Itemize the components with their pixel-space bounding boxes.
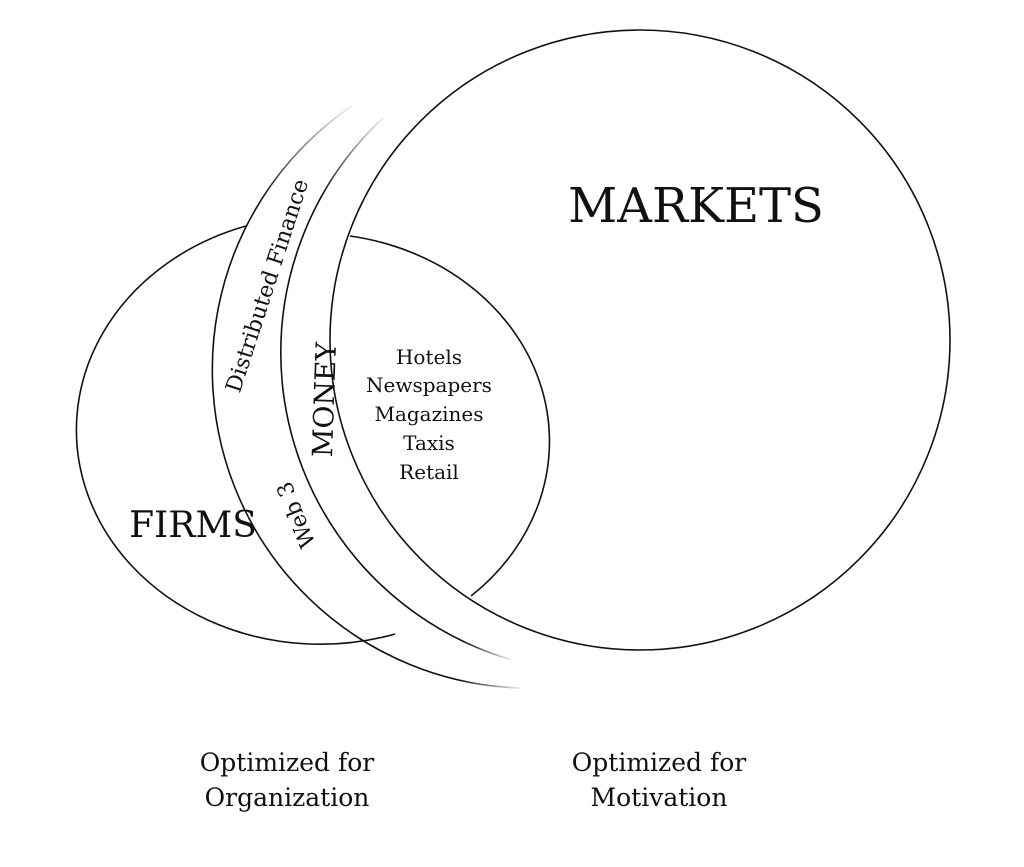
firms-label: FIRMS [129, 505, 257, 546]
caption-right: Optimized for Motivation [572, 748, 746, 812]
caption-left-line1: Optimized for [200, 748, 374, 777]
caption-left: Optimized for Organization [200, 748, 374, 812]
inner-band-arc-bottom [282, 389, 513, 661]
distributed-finance-label: Distributed Finance [222, 176, 315, 395]
overlap-items-list: Hotels Newspapers Magazines Taxis Retail [366, 345, 492, 484]
overlap-item: Newspapers [366, 373, 492, 397]
overlap-item: Magazines [374, 402, 483, 426]
firms-ellipse-inner [349, 235, 551, 597]
caption-right-line2: Motivation [591, 783, 728, 812]
overlap-item: Retail [399, 460, 459, 484]
inner-band-arc-top [280, 117, 384, 391]
web3-label: Web 3 [272, 478, 321, 551]
caption-right-line1: Optimized for [572, 748, 746, 777]
money-label: MONEY [306, 341, 343, 458]
overlap-item: Taxis [403, 431, 455, 455]
outer-band-arc-top [211, 105, 353, 391]
markets-label: MARKETS [568, 178, 824, 234]
firms-ellipse [75, 225, 396, 646]
caption-left-line2: Organization [205, 783, 370, 812]
outer-band-arc-bottom [212, 389, 521, 689]
overlap-item: Hotels [396, 345, 462, 369]
markets-circle [329, 29, 951, 651]
